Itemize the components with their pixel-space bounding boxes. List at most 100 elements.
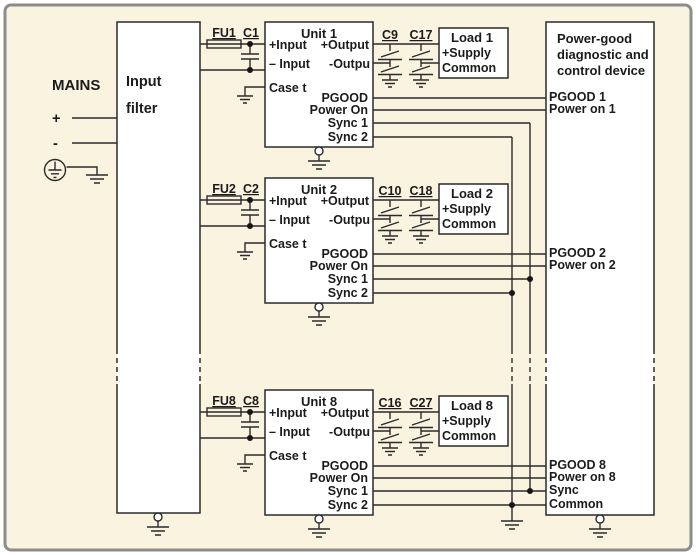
pin-power-on: Power On xyxy=(310,259,368,273)
controller-common: Common xyxy=(549,497,603,511)
output-capacitor-b-icon xyxy=(409,412,433,456)
unit-1-wires xyxy=(200,43,546,111)
controller-box xyxy=(546,22,654,515)
controller-ground-terminal xyxy=(595,514,605,524)
pin-neg-out: -Outpu xyxy=(329,425,370,439)
pin-sync2: Sync 2 xyxy=(328,130,368,144)
output-capacitor-b-icon xyxy=(409,200,433,244)
chassis-ground-icon xyxy=(66,166,109,184)
unit-title: Unit 8 xyxy=(301,394,337,409)
cap-out-b-label: C18 xyxy=(410,184,433,198)
controller-block: Power-good diagnostic and control device xyxy=(545,21,655,516)
controller-pgood1: PGOOD 1 xyxy=(549,90,606,104)
controller-pgood8: PGOOD 8 xyxy=(549,458,606,472)
input-capacitor-icon xyxy=(241,200,259,226)
junction-dot xyxy=(509,290,515,296)
fuse-icon xyxy=(206,407,242,417)
case-ground-wire xyxy=(244,86,265,96)
controller-title-2: diagnostic and xyxy=(557,47,649,62)
load-common: Common xyxy=(442,217,496,231)
cap-in-label: C2 xyxy=(243,182,259,196)
mains-minus-label: - xyxy=(53,136,58,152)
pin-pgood: PGOOD xyxy=(321,91,368,105)
case-ground-wire xyxy=(244,242,265,252)
mains-label: MAINS xyxy=(52,77,100,94)
pin-sync2: Sync 2 xyxy=(328,498,368,512)
load-supply: +Supply xyxy=(442,46,491,60)
pin-neg-in: – Input xyxy=(269,425,311,439)
fuse-label: FU8 xyxy=(212,394,236,408)
unit-box xyxy=(264,177,374,304)
load-supply: +Supply xyxy=(442,414,491,428)
unit-8-sync-wires xyxy=(373,490,546,506)
unit-box xyxy=(264,21,374,148)
pin-pos-out: +Output xyxy=(321,194,370,208)
junction-dot xyxy=(247,41,253,47)
controller-poweron1: Power on 1 xyxy=(549,102,616,116)
pin-neg-out: -Outpu xyxy=(329,213,370,227)
controller-border-break xyxy=(545,349,655,384)
pin-sync1: Sync 1 xyxy=(328,272,368,286)
pin-sync2: Sync 2 xyxy=(328,286,368,300)
load-title: Load 2 xyxy=(451,186,493,201)
mains-wires xyxy=(72,117,117,144)
pin-pgood: PGOOD xyxy=(321,459,368,473)
controller-sync: Sync xyxy=(549,483,579,497)
unit-2-sync-wires xyxy=(373,278,530,294)
fuse-icon xyxy=(206,39,242,49)
cap-out-a-label: C9 xyxy=(382,28,398,42)
pin-sync1: Sync 1 xyxy=(328,484,368,498)
load-title: Load 8 xyxy=(451,398,493,413)
input-filter-border-break xyxy=(116,349,201,384)
junction-dot xyxy=(247,409,253,415)
fuse-label: FU2 xyxy=(212,182,236,196)
controller-pgood2: PGOOD 2 xyxy=(549,246,606,260)
unit-title: Unit 1 xyxy=(301,26,337,41)
cap-out-b-label: C27 xyxy=(410,396,433,410)
unit-2-wires xyxy=(200,199,546,267)
controller-pins: PGOOD 1 Power on 1 PGOOD 2 Power on 2 PG… xyxy=(549,90,616,538)
protective-earth-icon xyxy=(43,158,67,182)
pin-neg-out: -Outpu xyxy=(329,57,370,71)
controller-title-3: control device xyxy=(557,63,645,78)
cap-in-label: C1 xyxy=(243,26,259,40)
input-capacitor-icon xyxy=(241,44,259,70)
pin-pos-out: +Output xyxy=(321,406,370,420)
input-filter-label-2: filter xyxy=(126,101,158,117)
fuse-label: FU1 xyxy=(212,26,236,40)
load-box xyxy=(438,183,509,235)
unit-title: Unit 2 xyxy=(301,182,337,197)
pin-pos-out: +Output xyxy=(321,38,370,52)
load-box xyxy=(438,27,509,79)
controller-poweron8: Power on 8 xyxy=(549,470,616,484)
junction-dot xyxy=(527,488,533,494)
load-common: Common xyxy=(442,61,496,75)
pin-power-on: Power On xyxy=(310,471,368,485)
unit-1-group: FU1 C1 C9 C17 Unit 1 +Input +Output – In… xyxy=(200,21,546,170)
unit-ground-terminal xyxy=(314,514,324,524)
junction-dot xyxy=(247,435,253,441)
pin-pgood: PGOOD xyxy=(321,247,368,261)
pin-sync1: Sync 1 xyxy=(328,116,368,130)
pin-case: Case t xyxy=(269,237,307,251)
unit-1-sync-wires xyxy=(373,122,530,138)
junction-dot xyxy=(247,223,253,229)
junction-dot xyxy=(509,502,515,508)
cap-out-b-label: C17 xyxy=(410,28,433,42)
pin-pos-in: +Input xyxy=(269,38,308,52)
pin-neg-in: – Input xyxy=(269,213,311,227)
pin-case: Case t xyxy=(269,449,307,463)
pin-neg-in: – Input xyxy=(269,57,311,71)
controller-poweron2: Power on 2 xyxy=(549,258,616,272)
sync-routing xyxy=(373,122,546,530)
junction-dot xyxy=(527,276,533,282)
input-filter-label-1: Input xyxy=(126,74,162,90)
cap-out-a-label: C16 xyxy=(379,396,402,410)
pin-pos-in: +Input xyxy=(269,406,308,420)
unit-ground-terminal xyxy=(314,146,324,156)
load-common: Common xyxy=(442,429,496,443)
controller-title-1: Power-good xyxy=(557,31,632,46)
cap-in-label: C8 xyxy=(243,394,259,408)
